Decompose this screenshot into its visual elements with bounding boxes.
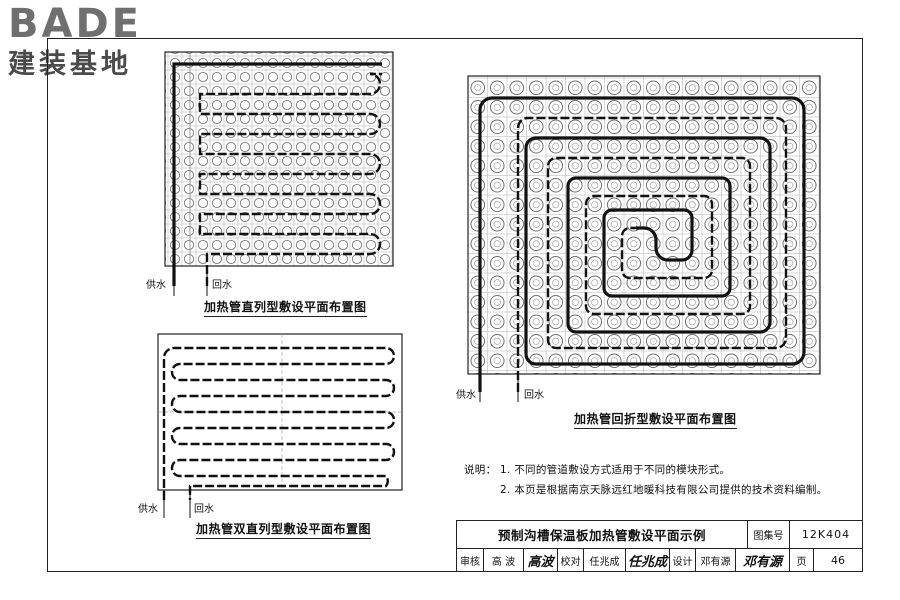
design-label: 设计 xyxy=(669,548,695,572)
straight-supply-pipe xyxy=(172,62,382,286)
atlas-number: 12K404 xyxy=(789,521,862,548)
straight-supply-label: 供水 xyxy=(146,280,166,291)
double-caption: 加热管双直列型敷设平面布置图 xyxy=(196,520,372,539)
atlas-number-label: 图集号 xyxy=(747,521,789,548)
spiral-return-pipe xyxy=(516,116,788,392)
double-supply-label: 供水 xyxy=(138,504,158,515)
double-pipe xyxy=(162,346,396,500)
straight-layout-diagram xyxy=(164,51,394,296)
spiral-return-label: 回水 xyxy=(524,390,544,401)
spiral-layout-diagram xyxy=(467,75,821,402)
designer-name: 邓有源 xyxy=(695,548,735,572)
title-block-bottom-row: 审核 高 波 高波 校对 任兆成 任兆成 设计 邓有源 邓有源 页 46 xyxy=(457,548,862,572)
drawing-frame xyxy=(47,38,863,572)
double-layout-diagram xyxy=(157,333,403,518)
check-label: 校对 xyxy=(557,548,583,572)
notes-heading: 说明： xyxy=(464,464,497,476)
straight-return-label: 回水 xyxy=(212,280,232,291)
note-item-1: 1. 不同的管道敷设方式适用于不同的模块形式。 xyxy=(500,464,731,476)
reviewer-signature: 高波 xyxy=(523,548,557,572)
straight-panel xyxy=(164,51,394,267)
page-label: 页 xyxy=(789,548,813,572)
title-block: 预制沟槽保温板加热管敷设平面示例 图集号 12K404 审核 高 波 高波 校对… xyxy=(456,520,863,572)
straight-return-pipe xyxy=(198,72,382,286)
spiral-supply-label: 供水 xyxy=(456,390,476,401)
review-label: 审核 xyxy=(460,556,480,568)
title-block-top-row: 预制沟槽保温板加热管敷设平面示例 图集号 12K404 xyxy=(457,521,862,549)
double-return-label: 回水 xyxy=(194,504,214,515)
straight-caption: 加热管直列型敷设平面布置图 xyxy=(204,298,367,317)
spiral-caption: 加热管回折型敷设平面布置图 xyxy=(574,410,737,429)
reviewer-name: 高 波 xyxy=(483,548,523,572)
designer-signature: 邓有源 xyxy=(735,548,789,572)
note-item-2: 2. 本页是根据南京天脉远红地暖科技有限公司提供的技术资料编制。 xyxy=(500,484,828,496)
page-number: 46 xyxy=(813,548,862,572)
checker-name: 任兆成 xyxy=(583,548,625,572)
checker-signature: 任兆成 xyxy=(625,548,669,572)
drawing-title: 预制沟槽保温板加热管敷设平面示例 xyxy=(497,528,706,543)
logo-subtitle: 建装基地 xyxy=(8,49,132,80)
spiral-supply-pipe xyxy=(478,96,806,392)
